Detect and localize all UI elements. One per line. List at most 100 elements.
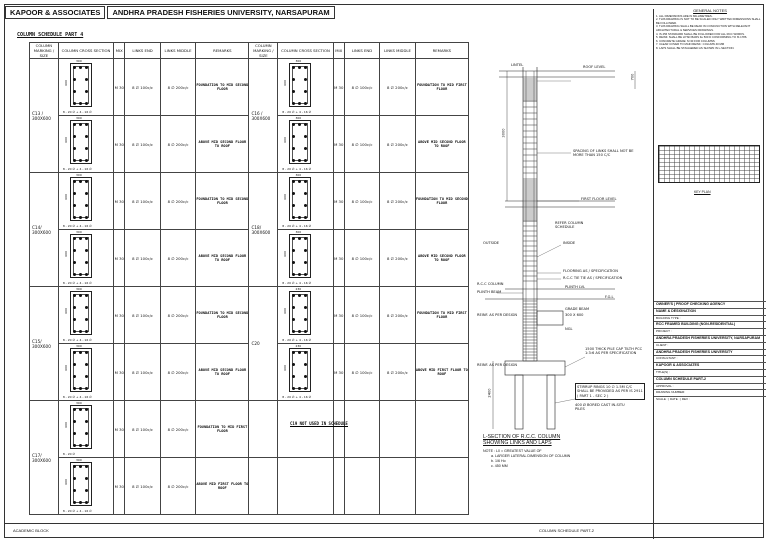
links-middle-cell: 8 ∅ 200c/c: [159, 400, 197, 458]
rebar-dot: [85, 489, 89, 492]
reinforcement-spec: 8 - 20 ∅ + 4 - 16 ∅: [282, 338, 312, 342]
links-middle-cell: 8 ∅ 200c/c: [379, 58, 416, 116]
column-marking: C14/ 300X600: [29, 172, 59, 287]
section-width-dim: 300: [76, 401, 82, 406]
section-depth-dim: 600: [283, 308, 288, 314]
rebar-dot: [85, 216, 89, 219]
mix-cell: M 30: [332, 229, 345, 287]
section-width-dim: 300: [76, 287, 82, 292]
pile-cap-label: 1500 THICK PILE CAP TILTH PCC 1:3:6 AS P…: [585, 347, 643, 356]
rebar-dot: [73, 261, 77, 264]
rebar-dot: [85, 375, 89, 378]
title-block-row: PROJECT :: [654, 328, 766, 335]
rebar-dot: [79, 66, 83, 69]
rebar-dot: [292, 102, 296, 105]
mix-cell: M 30: [113, 172, 126, 230]
key-plan: [658, 145, 760, 187]
rebar-dot: [304, 192, 308, 195]
drawing-sheet: KAPOOR & ASSOCIATES ANDHRA PRADESH FISHE…: [4, 4, 766, 539]
links-middle-cell: 8 ∅ 200c/c: [159, 115, 197, 173]
column-marking: C16 / 300X600: [248, 58, 279, 173]
rebar-dot: [304, 261, 308, 264]
links-end-cell: 8 ∅ 100c/c: [343, 172, 381, 230]
remarks-cell: ABOVE MID SECOND FLOOR TO ROOF: [414, 115, 470, 173]
mix-cell: M 30: [113, 58, 126, 116]
section-depth-dim: 600: [63, 194, 68, 200]
links-end-cell: 8 ∅ 100c/c: [124, 400, 161, 458]
section-width-dim: 300: [76, 230, 82, 235]
general-note: 6. CONCRETE GRADE: M 30 FOR COLUMNS: [656, 38, 715, 43]
title-block-row: BUILDING TYPE :: [654, 314, 766, 322]
rebar-dot: [79, 273, 83, 276]
title-block-row: CONSULTANT :: [654, 355, 766, 362]
rebar-dot: [292, 375, 296, 378]
lintel-label: LINTEL: [511, 63, 524, 67]
title-block-row: RCC FRAMED BUILDING (NON-RESIDENTIAL): [654, 321, 766, 328]
rebar-dot: [292, 237, 296, 240]
title-block-row: NAME & DESIGNATION: [654, 307, 766, 315]
flooring-label: FLOORING AS / SPECIFICATION: [563, 269, 618, 273]
section-width-dim: 300: [76, 59, 82, 64]
rebar-dot: [73, 330, 77, 333]
l-section-drawing: LINTEL ROOF LEVEL SPACING OF LINKS SHALL…: [475, 61, 650, 531]
rebar-dot: [298, 66, 302, 69]
section-width-dim: 300: [76, 173, 82, 178]
rebar-dot: [85, 90, 89, 93]
rebar-dot: [292, 318, 296, 321]
rebar-dot: [73, 363, 77, 366]
mix-cell: M 30: [113, 229, 126, 287]
section-depth-dim: 600: [283, 80, 288, 86]
rebar-dot: [85, 363, 89, 366]
plinth-label: PLINTH LVL: [565, 285, 586, 289]
rebar-outline: [70, 120, 93, 164]
rebar-dot: [73, 375, 77, 378]
rebar-dot: [292, 192, 296, 195]
rebar-dot: [73, 216, 77, 219]
l-section-title-1: L-SECTION OF R.C.C. COLUMN: [483, 434, 561, 440]
remarks-cell: ABOVE MID SECOND FLOOR TO ROOF: [414, 229, 470, 287]
rebar-dot: [292, 135, 296, 138]
rebar-outline: [70, 177, 93, 221]
col-header-links-end: LINKS END: [124, 42, 161, 59]
empty-cell: [414, 457, 470, 515]
rebar-dot: [298, 273, 302, 276]
rebar-dot: [292, 204, 296, 207]
links-end-cell: 8 ∅ 100c/c: [124, 58, 161, 116]
col-header-marking: COLUMN MARKING / SIZE: [29, 42, 59, 59]
rebar-outline: [70, 348, 93, 392]
mix-cell: M 30: [332, 172, 345, 230]
rebar-dot: [85, 465, 89, 468]
mix-cell: M 30: [332, 343, 345, 401]
reinforcement-spec: 8 - 20 ∅ + 4 - 16 ∅: [62, 224, 92, 228]
rcc-tie-label: R.C.C TIE TIE AS / SPECIFICATION: [563, 276, 623, 280]
plinth-beam-label: PLINTH BEAM: [477, 290, 502, 294]
roof-level-label: ROOF LEVEL: [583, 65, 606, 69]
footer-divider: [5, 523, 763, 524]
section-depth-dim: 600: [283, 251, 288, 257]
l-section-notes: NOTE : L0 = GREATEST VALUE OF a. LARGER …: [483, 449, 570, 469]
title-block-row: COLUMN SCHEDULE PART-2: [654, 375, 766, 383]
rebar-dot: [85, 204, 89, 207]
links-middle-cell: 8 ∅ 200c/c: [159, 172, 197, 230]
rebar-dot: [79, 294, 83, 297]
rebar-dot: [79, 465, 83, 468]
empty-cell: [248, 457, 279, 515]
schedule-row: C14/ 300X600 300 600 8 - 20 ∅ + 4 - 16 ∅ M 3…: [29, 172, 470, 287]
rebar-dot: [292, 294, 296, 297]
rebar-dot: [298, 159, 302, 162]
col-header-remarks: REMARKS: [414, 42, 470, 59]
schedule-title: COLUMN SCHEDULE PART 4: [17, 32, 84, 38]
rebar-dot: [85, 261, 89, 264]
rebar-dot: [73, 351, 77, 354]
rebar-dot: [304, 147, 308, 150]
remarks-cell: FOUNDATION TO MID SECOND FLOOR: [195, 58, 250, 116]
links-end-cell: 8 ∅ 100c/c: [343, 58, 381, 116]
